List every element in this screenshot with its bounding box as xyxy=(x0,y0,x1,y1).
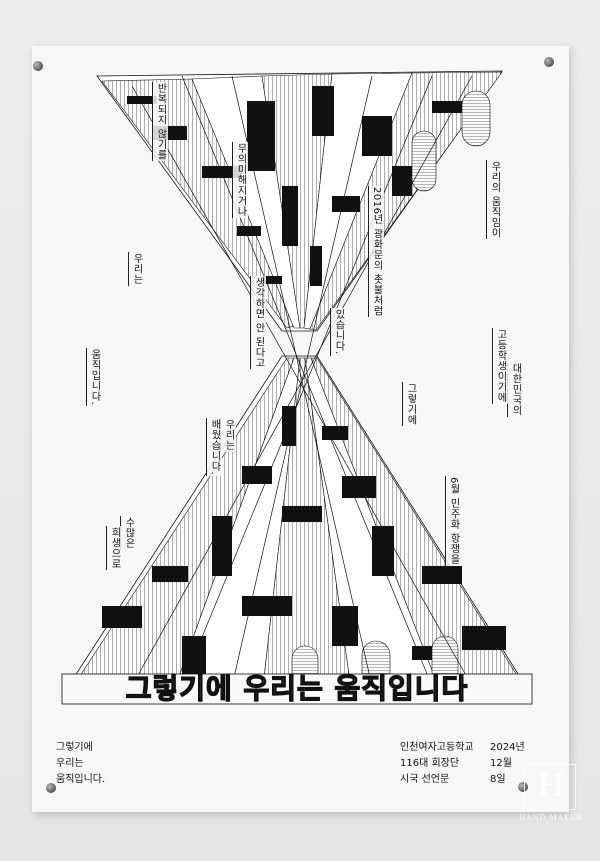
pin-top-left xyxy=(33,61,43,71)
vertical-text-6: 생각하면 안 된다고 xyxy=(250,276,266,370)
vertical-text-4: 무의미해지거나 xyxy=(232,142,248,218)
headline-band: 그렇기에 우리는 움직입니다 xyxy=(61,671,533,706)
vertical-text-16: 6월 민주화 항쟁을 xyxy=(445,476,461,566)
vertical-text-13: 배웠습니다. xyxy=(206,418,222,477)
vertical-text-12: 우리는 xyxy=(220,418,236,452)
headline: 그렇기에 우리는 움직입니다 xyxy=(126,672,469,705)
vertical-text-8: 우리의 움직임이 xyxy=(486,160,502,240)
vertical-text-10: 고등학생이기에 xyxy=(492,328,508,404)
top-fan xyxy=(96,70,503,332)
poster: 그렇기에 우리는 움직입니다 반복되지 않기를 우리는 움직입니다. 무의미해지… xyxy=(32,46,569,812)
watermark-frame: H xyxy=(524,764,576,810)
bottom-left-text: 그렇기에 우리는 움직입니다. xyxy=(56,742,106,785)
watermark-letter: H xyxy=(537,769,565,804)
pin-top-right xyxy=(544,57,554,67)
bottom-mid-text: 인천여자고등학교 116대 회장단 시국 선언문 xyxy=(400,742,474,785)
watermark-logo: H HAND MAKER xyxy=(518,764,584,826)
pin-bottom-right xyxy=(518,782,528,792)
vertical-text-15: 희생으로 xyxy=(106,526,122,570)
vertical-text-1: 반복되지 않기를 xyxy=(152,82,168,162)
watermark-caption: HAND MAKER xyxy=(519,814,583,822)
vertical-text-11: 그렇기에 xyxy=(402,382,418,426)
vertical-text-5: 2016년 광화문의 촛불처럼 xyxy=(368,186,384,318)
vertical-text-3: 움직입니다. xyxy=(86,348,102,407)
hourglass-artwork: 그렇기에 우리는 움직입니다 xyxy=(61,70,533,706)
vertical-text-9: 대한민국의 xyxy=(507,362,523,417)
pin-bottom-left xyxy=(46,783,56,793)
bottom-fan xyxy=(61,355,533,697)
vertical-text-14: 수많은 xyxy=(120,516,136,550)
bottom-right-text: 2024년 12월 8일 xyxy=(490,742,525,785)
waist-lines xyxy=(131,75,473,687)
vertical-text-7: 있습니다. xyxy=(330,308,346,356)
vertical-text-2: 우리는 xyxy=(128,252,144,286)
